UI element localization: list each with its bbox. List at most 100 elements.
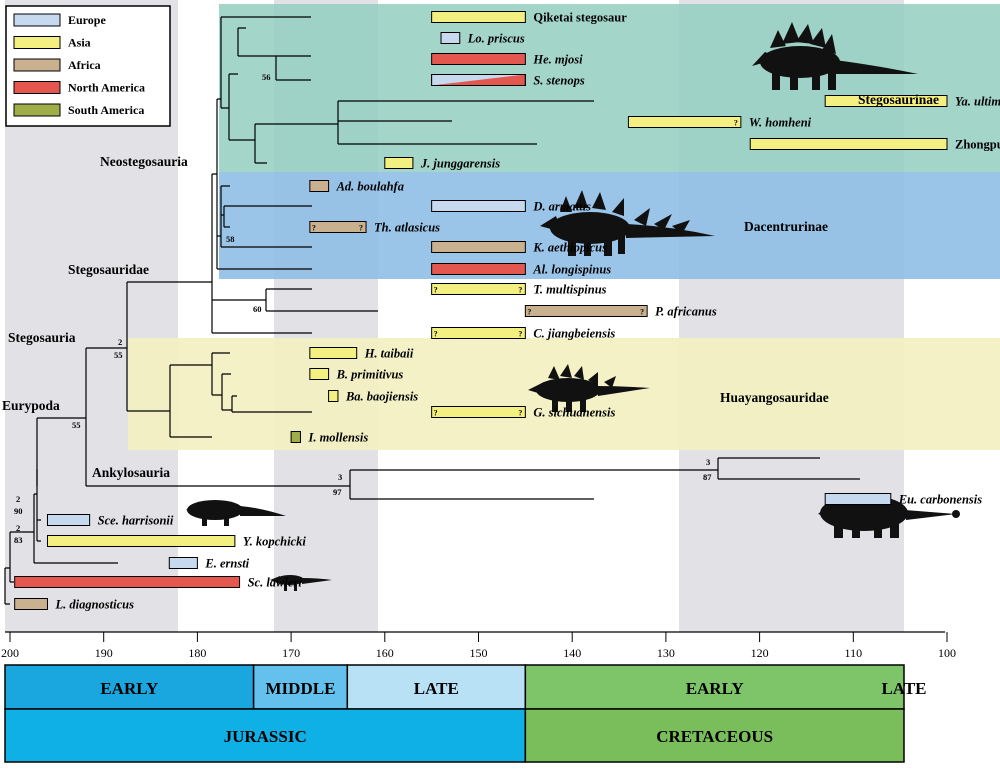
branch-stegosauridae bbox=[127, 174, 312, 334]
range-bar-d-armatus bbox=[431, 200, 526, 212]
axis-tick-label: 130 bbox=[657, 646, 675, 660]
tree-branches bbox=[4, 16, 860, 605]
branch-2 bbox=[10, 494, 118, 564]
clade-label-stegosauria: Stegosauria bbox=[8, 330, 76, 345]
taxon-label-ad-boulahfa: Ad. boulahfa bbox=[336, 180, 404, 194]
clade-label-stegosauridae: Stegosauridae bbox=[68, 262, 149, 277]
uncertain-range-mark: ? bbox=[434, 286, 438, 295]
legend-swatch bbox=[13, 103, 61, 117]
range-bar-eu-carbonensis bbox=[824, 493, 892, 505]
branch-neo bbox=[212, 99, 312, 270]
range-bar-c-jiangbeiensis bbox=[431, 327, 526, 339]
legend-label: South America bbox=[68, 103, 144, 117]
axis-tick-label: 180 bbox=[188, 646, 206, 660]
branch-stegosaurinae bbox=[217, 16, 311, 140]
support-value: 3 bbox=[338, 472, 342, 482]
taxon-label-c-jiangbeiensis: C. jiangbeiensis bbox=[533, 327, 615, 341]
range-bars: ??????????? bbox=[14, 11, 948, 610]
range-bar-w-homheni bbox=[627, 116, 742, 128]
axis-tick-label: 140 bbox=[563, 646, 581, 660]
support-value: 83 bbox=[14, 535, 23, 545]
legend-label: Europe bbox=[68, 13, 106, 27]
support-value: 55 bbox=[72, 420, 81, 430]
taxon-label-sc-lawleri: Sc. lawleri bbox=[248, 576, 303, 590]
taxon-label-eu-carbonensis: Eu. carbonensis bbox=[898, 493, 982, 507]
clade-label-neostegosauria: Neostegosauria bbox=[100, 154, 188, 169]
taxon-label-he-mjosi: He. mjosi bbox=[532, 53, 583, 67]
clade-labels: Stegosaurinae Dacentrurinae Huayangosaur… bbox=[2, 92, 939, 480]
taxon-label-y-kopchicki: Y. kopchicki bbox=[243, 535, 306, 549]
epoch-cell bbox=[346, 664, 527, 710]
legend-swatch bbox=[13, 81, 61, 94]
range-bar-split bbox=[431, 74, 526, 86]
clade-label-eurypoda: Eurypoda bbox=[2, 398, 60, 413]
range-bar-lo-priscus bbox=[440, 32, 461, 44]
clade-label-huayangosauridae: Huayangosauridae bbox=[720, 390, 829, 405]
branch-ankylosauria bbox=[349, 457, 860, 500]
range-bar-i-mollensis bbox=[290, 431, 301, 443]
taxon-label-t-multispinus: T. multispinus bbox=[533, 283, 606, 297]
taxon-label-qiketai: Qiketai stegosaur bbox=[533, 11, 627, 25]
support-value: 58 bbox=[226, 234, 235, 244]
taxon-label-lo-priscus: Lo. priscus bbox=[467, 32, 525, 46]
axis-tick-label: 100 bbox=[938, 646, 956, 660]
support-value: 97 bbox=[333, 487, 342, 497]
support-value: 90 bbox=[14, 506, 23, 516]
epoch-label: EARLY bbox=[686, 679, 744, 698]
range-bar-t-multispinus bbox=[431, 283, 526, 295]
period-label: CRETACEOUS bbox=[656, 727, 773, 746]
range-bar-ba-baojiensis bbox=[328, 390, 339, 402]
clade-label-ankylosauria: Ankylosauria bbox=[92, 465, 170, 480]
range-bar-qiketai bbox=[431, 11, 526, 23]
branch-stegosauria bbox=[86, 282, 170, 412]
range-bar-k-aethiopicus bbox=[431, 241, 526, 253]
legend-swatch bbox=[13, 36, 61, 49]
period-cell bbox=[524, 708, 905, 763]
legend-label: North America bbox=[68, 81, 145, 95]
branch-3 bbox=[34, 469, 41, 542]
taxon-label-ba-baojiensis: Ba. baojiensis bbox=[345, 390, 418, 404]
stegosaurus-silhouette-icon bbox=[752, 22, 918, 90]
range-bar-y-kopchicki bbox=[46, 535, 236, 547]
legend-swatch bbox=[13, 13, 61, 27]
period-cell bbox=[4, 708, 527, 763]
support-value: 56 bbox=[262, 72, 271, 82]
scutellosaurus-silhouette-icon bbox=[270, 575, 332, 591]
epoch-label: LATE bbox=[881, 679, 926, 698]
uncertain-range-mark: ? bbox=[434, 409, 438, 418]
clade-label-stegosaurinae: Stegosaurinae bbox=[858, 92, 939, 107]
taxon-label-i-mollensis: I. mollensis bbox=[307, 431, 368, 445]
taxon-label-zhongpu: Zhongpu stegosaur (Stegosaurus sp.) bbox=[955, 138, 1000, 152]
support-value: 3 bbox=[706, 457, 710, 467]
axis-tick-label: 120 bbox=[751, 646, 769, 660]
taxon-label-ya-ultimus: Ya. ultimus bbox=[955, 95, 1000, 109]
taxon-label-b-primitivus: B. primitivus bbox=[336, 368, 404, 382]
taxon-label-w-homheni: W. homheni bbox=[749, 116, 812, 130]
uncertain-range-mark: ? bbox=[518, 330, 522, 339]
taxon-label-j-junggarensis: J. junggarensis bbox=[420, 157, 500, 171]
axis-tick-label: 160 bbox=[376, 646, 394, 660]
support-value: 60 bbox=[253, 304, 262, 314]
taxon-label-p-africanus: P. africanus bbox=[655, 305, 717, 319]
branch-eurypoda bbox=[36, 348, 350, 487]
dacentrurus-silhouette-icon bbox=[540, 190, 715, 256]
taxon-label-sce-harrisonii: Sce. harrisonii bbox=[98, 514, 174, 528]
scelidosaurus-silhouette-icon bbox=[186, 500, 286, 526]
range-bar-ad-boulahfa bbox=[309, 180, 330, 192]
axis-tick-label: 190 bbox=[95, 646, 113, 660]
branch-tp bbox=[212, 288, 378, 312]
time-axis: 2001901801701601501401301201101009080706… bbox=[1, 631, 956, 660]
taxon-label-l-diagnosticus: L. diagnosticus bbox=[54, 598, 134, 612]
taxon-label-k-aethiopicus: K. aethiopicus bbox=[532, 241, 607, 255]
taxon-label-th-atlasicus: Th. atlasicus bbox=[374, 221, 440, 235]
uncertain-range-mark: ? bbox=[359, 224, 363, 233]
epoch-label: MIDDLE bbox=[266, 679, 336, 698]
taxon-label-e-ernsti: E. ernsti bbox=[204, 557, 249, 571]
support-value: 2 bbox=[16, 523, 20, 533]
epoch-cell bbox=[252, 664, 349, 710]
range-bar-h-taibaii bbox=[309, 347, 358, 359]
uncertain-range-mark: ? bbox=[312, 224, 316, 233]
